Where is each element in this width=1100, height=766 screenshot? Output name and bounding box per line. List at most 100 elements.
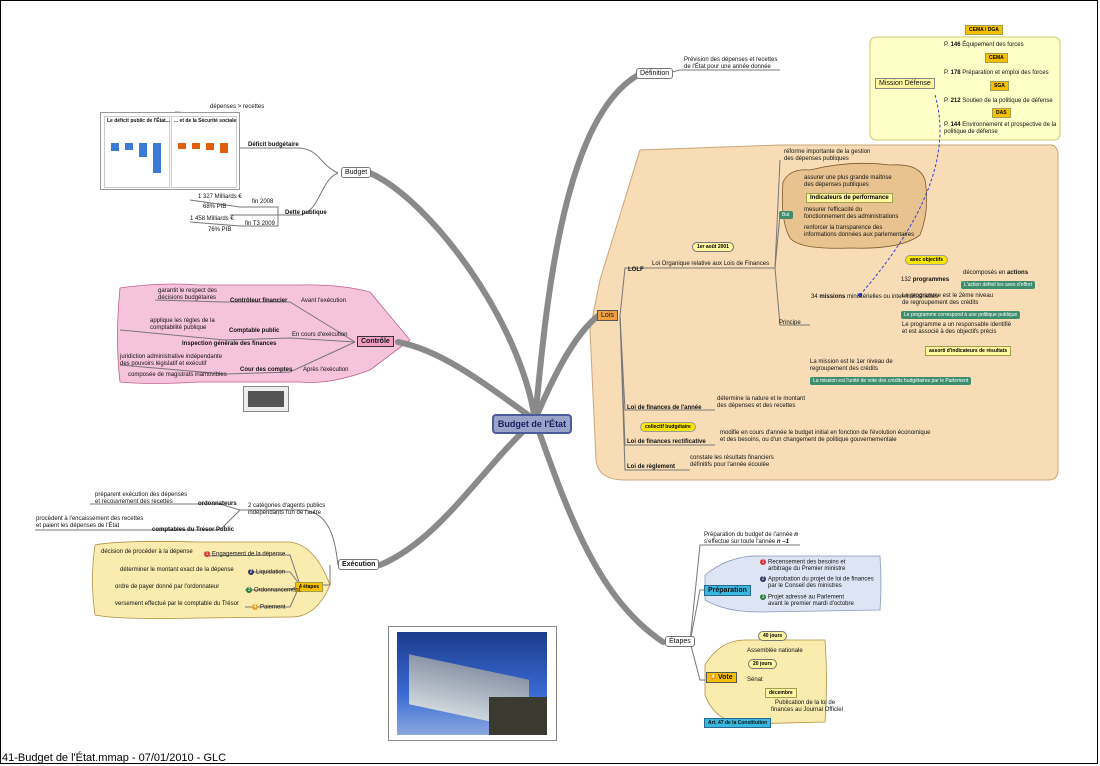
defense-zone bbox=[869, 36, 1061, 141]
chart-bar bbox=[220, 143, 228, 153]
image-placeholder bbox=[248, 391, 284, 407]
program-212-number: 212 bbox=[950, 98, 961, 104]
cp-when: En cours d'exécution bbox=[292, 332, 348, 338]
comptable-public[interactable]: Comptable public bbox=[229, 328, 280, 334]
mission-defense[interactable]: Mission Défense bbox=[875, 78, 935, 89]
photo-water bbox=[489, 697, 547, 735]
deficit-chart-image: Le déficit public de l'État... ... et de… bbox=[100, 112, 240, 190]
commander-cema-dga: CEMA / DGA bbox=[965, 25, 1003, 35]
loi-reglement[interactable]: Loi de règlement bbox=[627, 464, 676, 470]
vote-step-4-icon: 4 bbox=[710, 674, 716, 681]
chart-bar bbox=[192, 143, 200, 149]
prep-step-3-text-2: avant le premier mardi d'octobre bbox=[768, 601, 854, 607]
avec-objectifs-badge: avec objectifs bbox=[905, 255, 949, 265]
prog-3-text-1: Le programme a un responsable identifié bbox=[902, 322, 1012, 328]
comptables-tresor[interactable]: comptables du Trésor Public bbox=[152, 527, 235, 533]
chart-secu: ... et de la Sécurité sociale bbox=[171, 116, 237, 188]
mission-unite-vote: La mission est l'unité de vote des crédi… bbox=[810, 377, 972, 385]
lolf[interactable]: LOLF bbox=[628, 267, 644, 273]
chart-bar bbox=[125, 143, 133, 150]
cour-des-comptes[interactable]: Cour des comptes bbox=[240, 367, 293, 373]
program-178-label: Préparation et emploi des forces bbox=[962, 70, 1049, 76]
prog-politique: Le programme correspond à une politique … bbox=[901, 311, 1021, 319]
topic-execution[interactable]: Exécution bbox=[338, 559, 380, 570]
prep-step-1-icon: 1 bbox=[760, 559, 766, 565]
prep-text-1: Préparation du budget de l'année n bbox=[704, 532, 798, 539]
etapes-badge: 4 étapes bbox=[295, 582, 324, 592]
agents-text-2: indépendants l'un de l'autre bbox=[248, 510, 322, 516]
chart-bar bbox=[178, 143, 186, 149]
inspection-generale[interactable]: Inspection générale des finances bbox=[182, 341, 277, 347]
actions-node[interactable]: décomposés en actions bbox=[963, 270, 1028, 277]
cour-comptes-image bbox=[243, 386, 289, 412]
prog-3-text-2: et est associé à des objectifs précis bbox=[902, 329, 997, 335]
program-212-label: Soutien de la politique de défense bbox=[962, 98, 1053, 104]
principe[interactable]: Principe bbox=[779, 320, 801, 326]
indicateurs-performance: Indicateurs de performance bbox=[806, 193, 893, 203]
step-liquidation-label: Liquidation bbox=[256, 569, 286, 576]
ordonnateurs[interactable]: ordonnateurs bbox=[198, 501, 237, 507]
topic-lois[interactable]: Lois bbox=[597, 310, 618, 321]
chart-bar bbox=[111, 143, 119, 151]
program-146-label: Équipement des forces bbox=[962, 42, 1024, 48]
dette-publique[interactable]: Dette publique bbox=[285, 210, 327, 216]
but-3-text-2: informations données aux parlementaires bbox=[804, 232, 915, 238]
reforme-text-1: réforme importante de la gestion bbox=[784, 149, 871, 155]
prep-step-3-icon: 3 bbox=[760, 594, 766, 600]
chart-etat: Le déficit public de l'État... bbox=[104, 116, 170, 188]
lr-text-1: constate les résultats financiers bbox=[690, 455, 774, 461]
central-topic[interactable]: Budget de l'État bbox=[492, 414, 572, 434]
prep-step-2-icon: 2 bbox=[760, 576, 766, 582]
program-212[interactable]: P. 212 Soutien de la politique de défens… bbox=[944, 98, 1053, 105]
p-prefix: P. bbox=[944, 70, 949, 76]
program-144-label: Environnement et prospective de la bbox=[962, 122, 1057, 128]
program-144[interactable]: P. 144 Environnement et prospective de l… bbox=[944, 122, 1056, 129]
commander-das: DAS bbox=[992, 108, 1011, 118]
definition-text-2: de l'État pour une année donnée bbox=[684, 64, 771, 70]
loi-finances-rectificative[interactable]: Loi de finances rectificative bbox=[627, 439, 706, 445]
assemblee-nationale[interactable]: Assemblée nationale bbox=[747, 648, 803, 654]
loi-finances-annee[interactable]: Loi de finances de l'année bbox=[627, 405, 702, 411]
topic-definition[interactable]: Définition bbox=[636, 68, 674, 79]
missions-node[interactable]: 34 missions ministérielles ou interminis… bbox=[811, 294, 938, 301]
actions-label: actions bbox=[1007, 270, 1029, 276]
controleur-financier[interactable]: Contrôleur financier bbox=[230, 298, 288, 304]
s3-text: ordre de payer donné par l'ordonnateur bbox=[115, 584, 220, 590]
program-178[interactable]: P. 178 Préparation et emploi des forces bbox=[944, 70, 1049, 77]
chart-bar bbox=[139, 143, 147, 157]
topic-controle[interactable]: Contrôle bbox=[357, 336, 394, 347]
step-paiement-label: Paiement bbox=[260, 604, 286, 611]
footer-filename: 41-Budget de l'État.mmap - 07/01/2010 - … bbox=[2, 752, 227, 764]
programmes-node[interactable]: 132 programmes bbox=[901, 277, 949, 284]
lfa-text-1: détermine la nature et le montant bbox=[717, 396, 806, 402]
preparation-zone bbox=[704, 555, 882, 613]
budget-formula: dépenses > recettes bbox=[210, 104, 265, 110]
cpt-text-1: procèdent à l'encaissement des recettes bbox=[36, 516, 144, 522]
topic-budget[interactable]: Budget bbox=[341, 167, 372, 178]
prep-text-2-label: s'effectue sur toute l'année bbox=[704, 539, 776, 545]
p-prefix: P. bbox=[944, 42, 949, 48]
controle-zone bbox=[117, 283, 411, 384]
topic-etapes[interactable]: Étapes bbox=[665, 636, 695, 647]
step-ordonnancement-label: Ordonnancement bbox=[254, 587, 301, 594]
senat[interactable]: Sénat bbox=[747, 677, 763, 683]
but-node[interactable]: But bbox=[779, 211, 793, 219]
prep-step-1-text-2: arbitrage du Premier ministre bbox=[768, 566, 846, 572]
agents-text-1: 2 catégories d'agents publics bbox=[248, 503, 326, 509]
missions-text: ministérielles ou interministérielles bbox=[847, 294, 939, 300]
s2-text: déterminer le montant exact de la dépens… bbox=[120, 567, 234, 573]
preparation-node[interactable]: Préparation bbox=[704, 585, 751, 596]
deficit-budgetaire[interactable]: Déficit budgétaire bbox=[248, 142, 299, 148]
p-prefix: P. bbox=[944, 98, 949, 104]
program-146[interactable]: P. 146 Équipement des forces bbox=[944, 42, 1024, 49]
action-definition: L'action définit les axes d'effort bbox=[961, 281, 1035, 289]
step-engagement-label: Engagement de la dépense bbox=[212, 551, 286, 558]
